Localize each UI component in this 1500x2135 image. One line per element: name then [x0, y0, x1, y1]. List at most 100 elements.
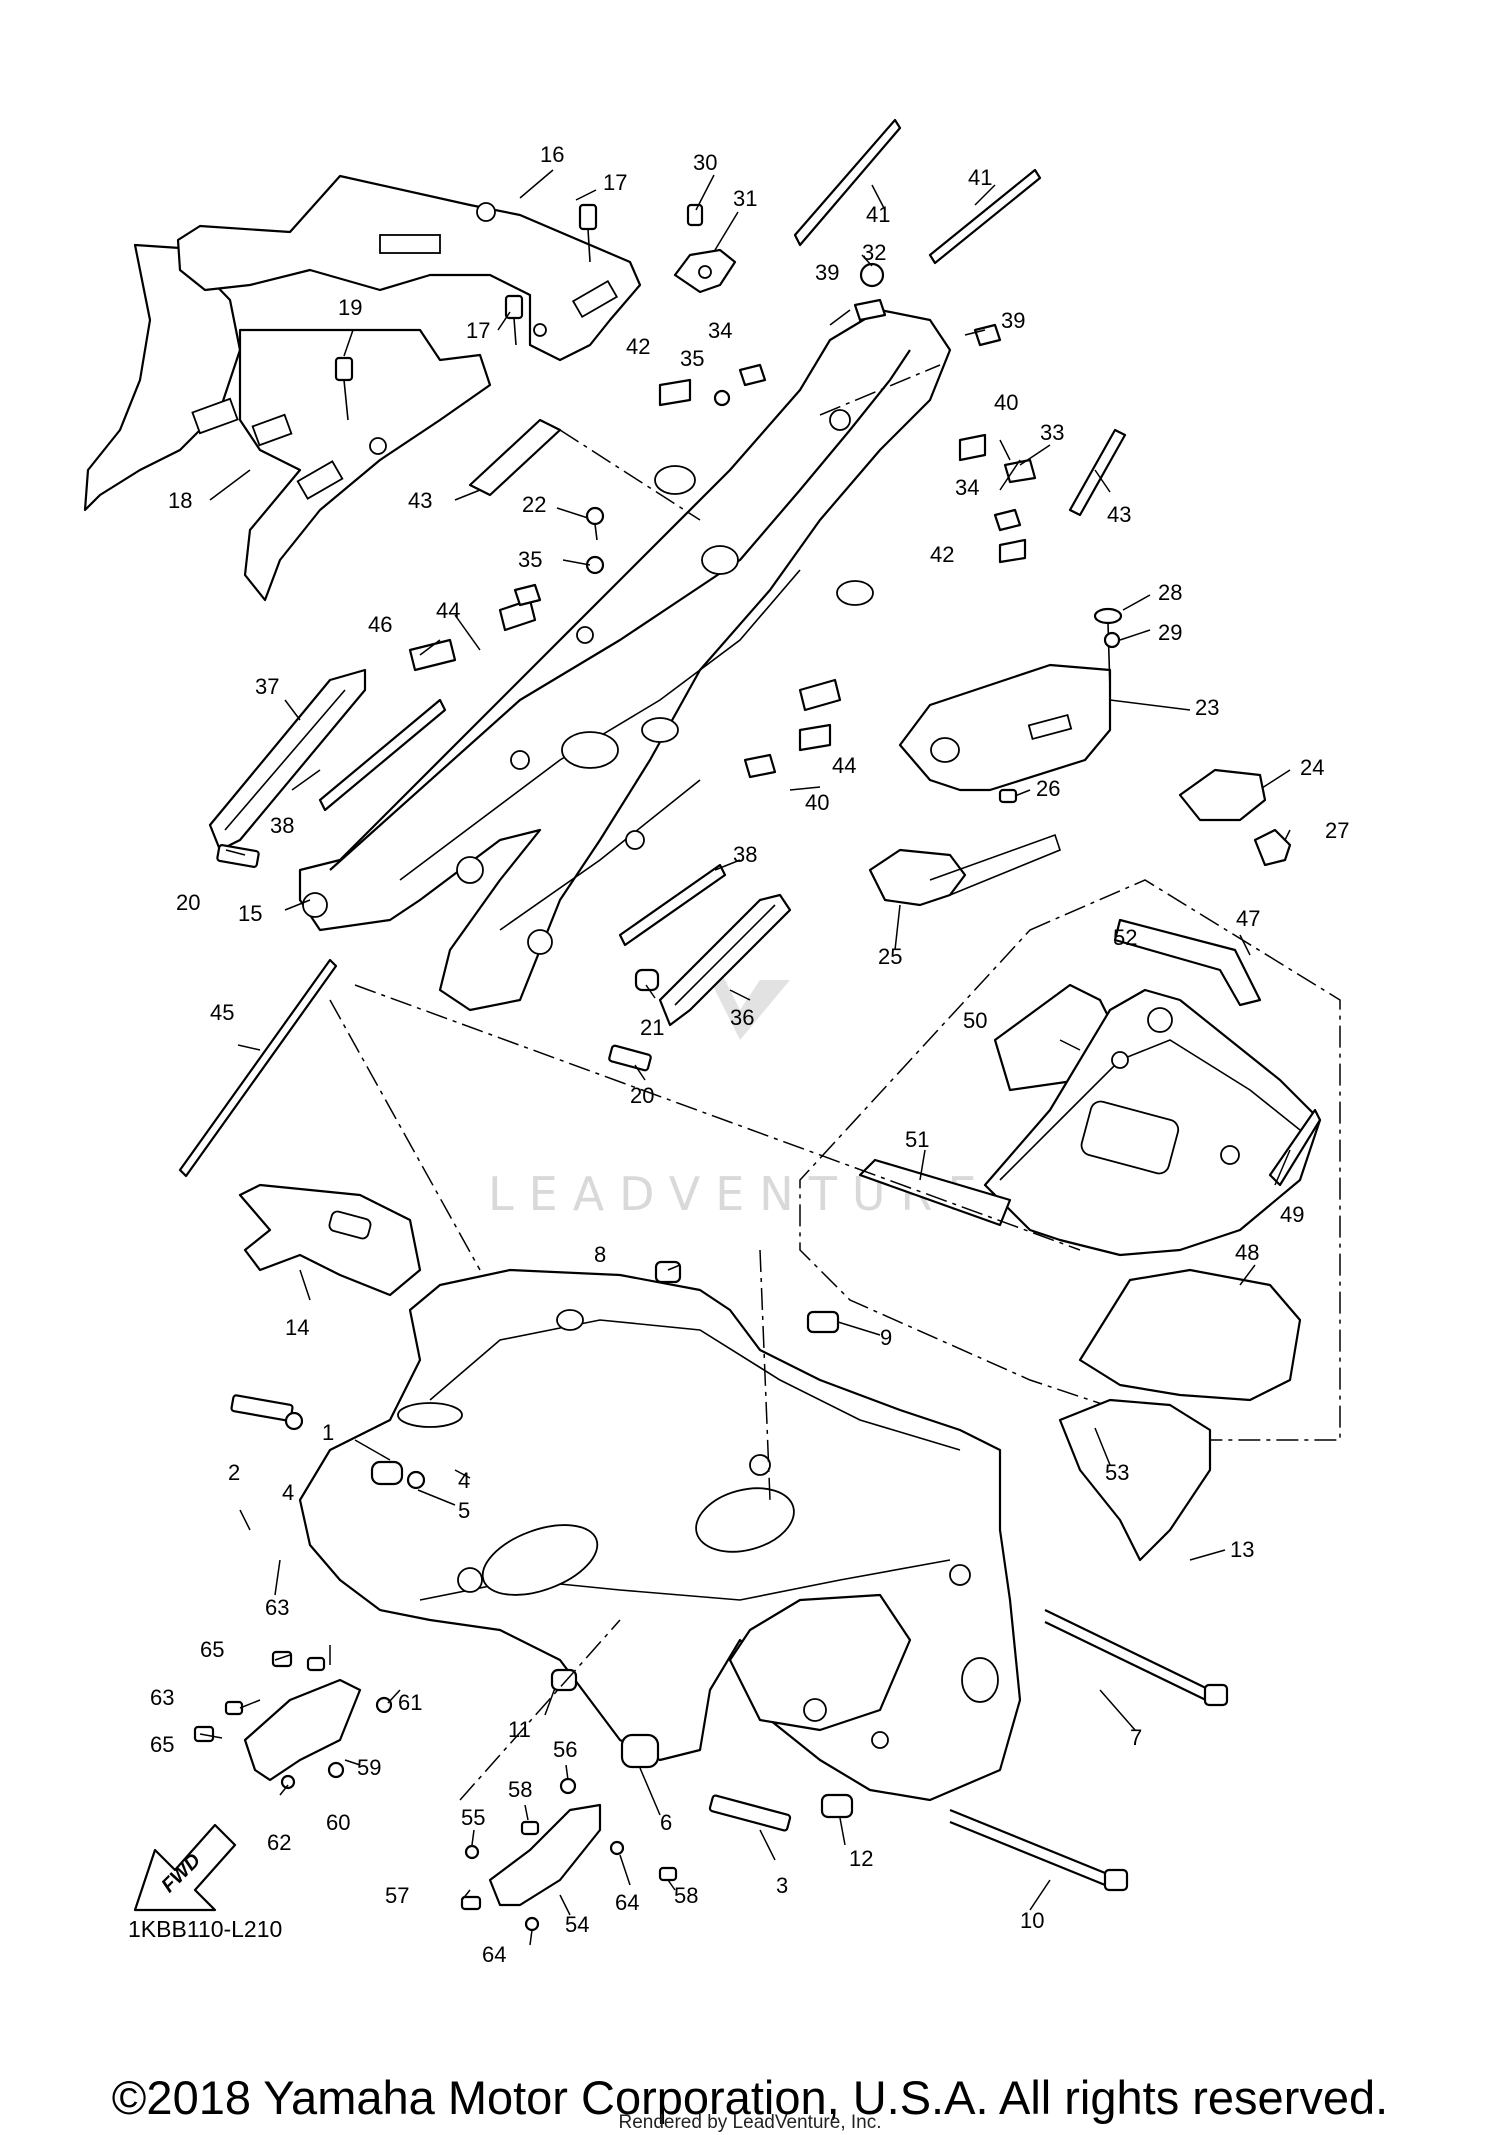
part-19-bolt	[334, 356, 354, 421]
part-32-grommet	[859, 262, 885, 288]
part-18-cover-lower	[238, 328, 492, 602]
callout-23: 23	[1195, 695, 1219, 720]
callout-20b: 20	[630, 1083, 654, 1108]
callout-60: 60	[326, 1810, 350, 1835]
part-21-cap	[634, 968, 660, 992]
part-13-cover	[1058, 1398, 1212, 1562]
callout-55: 55	[461, 1805, 485, 1830]
callout-4b: 4	[458, 1468, 470, 1493]
part-48-panel	[1078, 1268, 1302, 1402]
part-18-cover	[83, 243, 242, 512]
callout-57: 57	[385, 1883, 409, 1908]
callout-19: 19	[338, 295, 362, 320]
callout-1: 1	[322, 1420, 334, 1445]
part-41-strip-b	[928, 168, 1042, 265]
callout-21: 21	[640, 1015, 664, 1040]
callout-40a: 40	[994, 390, 1018, 415]
part-12-grommet	[820, 1793, 854, 1819]
diagram-code: 1KBB110-L210	[128, 1916, 282, 1942]
part-3-bolt	[708, 1794, 792, 1832]
part-27-clip	[1253, 828, 1292, 867]
fwd-arrow-icon: FWD	[133, 1823, 237, 1912]
callout-43b: 43	[1107, 502, 1131, 527]
part-8-nut	[654, 1260, 682, 1284]
callout-41a: 41	[866, 202, 890, 227]
part-20-bolt-b	[608, 1044, 652, 1072]
part-20-bolt-a	[216, 844, 260, 868]
callout-50: 50	[963, 1008, 987, 1033]
leader-lines	[199, 169, 1291, 1946]
callout-7: 7	[1130, 1725, 1142, 1750]
callout-9: 9	[880, 1325, 892, 1350]
callout-25: 25	[878, 944, 902, 969]
callout-12: 12	[849, 1846, 873, 1871]
part-24-plate	[1178, 768, 1267, 822]
callout-35b: 35	[518, 547, 542, 572]
callout-51: 51	[905, 1127, 929, 1152]
callout-4a: 4	[282, 1480, 294, 1505]
callout-20a: 20	[176, 890, 200, 915]
callout-47: 47	[1236, 906, 1260, 931]
part-14-cover	[238, 1183, 422, 1297]
callout-44b: 44	[832, 753, 856, 778]
callout-63a: 63	[265, 1595, 289, 1620]
callout-28: 28	[1158, 580, 1182, 605]
callout-16: 16	[540, 142, 564, 167]
callout-8: 8	[594, 1242, 606, 1267]
part-25-bracket	[868, 848, 967, 907]
callout-24: 24	[1300, 755, 1324, 780]
part-11-collar	[550, 1668, 578, 1692]
callout-38a: 38	[270, 813, 294, 838]
part-45-strip	[178, 958, 338, 1178]
part-22-pin	[585, 506, 605, 541]
callout-39b: 39	[1001, 308, 1025, 333]
callout-35a: 35	[680, 346, 704, 371]
part-38-strip-a	[318, 698, 447, 812]
part-41-strip-a	[793, 118, 902, 247]
callout-58b: 58	[674, 1883, 698, 1908]
part-59-bracket	[243, 1678, 362, 1782]
part-23-bracket	[898, 663, 1112, 792]
callout-2: 2	[228, 1460, 240, 1485]
callout-18: 18	[168, 488, 192, 513]
part-1-main-frame	[298, 1268, 1022, 1802]
callout-22: 22	[522, 492, 546, 517]
callout-3: 3	[776, 1873, 788, 1898]
callout-58a: 58	[508, 1777, 532, 1802]
copyright-notice: ©2018 Yamaha Motor Corporation, U.S.A. A…	[111, 2071, 1389, 2124]
callout-39a: 39	[815, 260, 839, 285]
callout-11: 11	[508, 1717, 531, 1742]
callout-42b: 42	[930, 542, 954, 567]
rendered-by-credit: Rendered by LeadVenture, Inc.	[618, 2112, 882, 2133]
part-16-bracket	[176, 174, 642, 362]
callout-52: 52	[1113, 925, 1137, 950]
part-4-washer-b	[406, 1470, 426, 1490]
callout-61: 61	[398, 1690, 422, 1715]
callout-45: 45	[210, 1000, 234, 1025]
callout-41b: 41	[968, 165, 992, 190]
part-7-bolt	[1044, 1609, 1229, 1707]
callout-10: 10	[1020, 1908, 1044, 1933]
part-4-washer-a	[284, 1411, 304, 1431]
callout-62: 62	[267, 1830, 291, 1855]
callout-6: 6	[660, 1810, 672, 1835]
part-26-screw	[998, 788, 1018, 804]
part-29-washer	[1103, 631, 1121, 649]
part-5-collar	[370, 1460, 404, 1486]
callout-59: 59	[357, 1755, 381, 1780]
part-52-strip	[1113, 918, 1262, 1007]
callout-29: 29	[1158, 620, 1182, 645]
callout-14: 14	[285, 1315, 309, 1340]
part-30-31-bracket	[673, 203, 737, 294]
callout-34b: 34	[955, 475, 979, 500]
callout-53: 53	[1105, 1460, 1129, 1485]
part-51-block	[858, 1158, 1012, 1227]
callout-17b: 17	[466, 318, 490, 343]
callout-37: 37	[255, 674, 279, 699]
part-swingarm-pivot	[728, 1593, 912, 1732]
callout-27: 27	[1325, 818, 1349, 843]
callout-13: 13	[1230, 1537, 1254, 1562]
callout-31: 31	[733, 186, 757, 211]
callout-33: 33	[1040, 420, 1064, 445]
